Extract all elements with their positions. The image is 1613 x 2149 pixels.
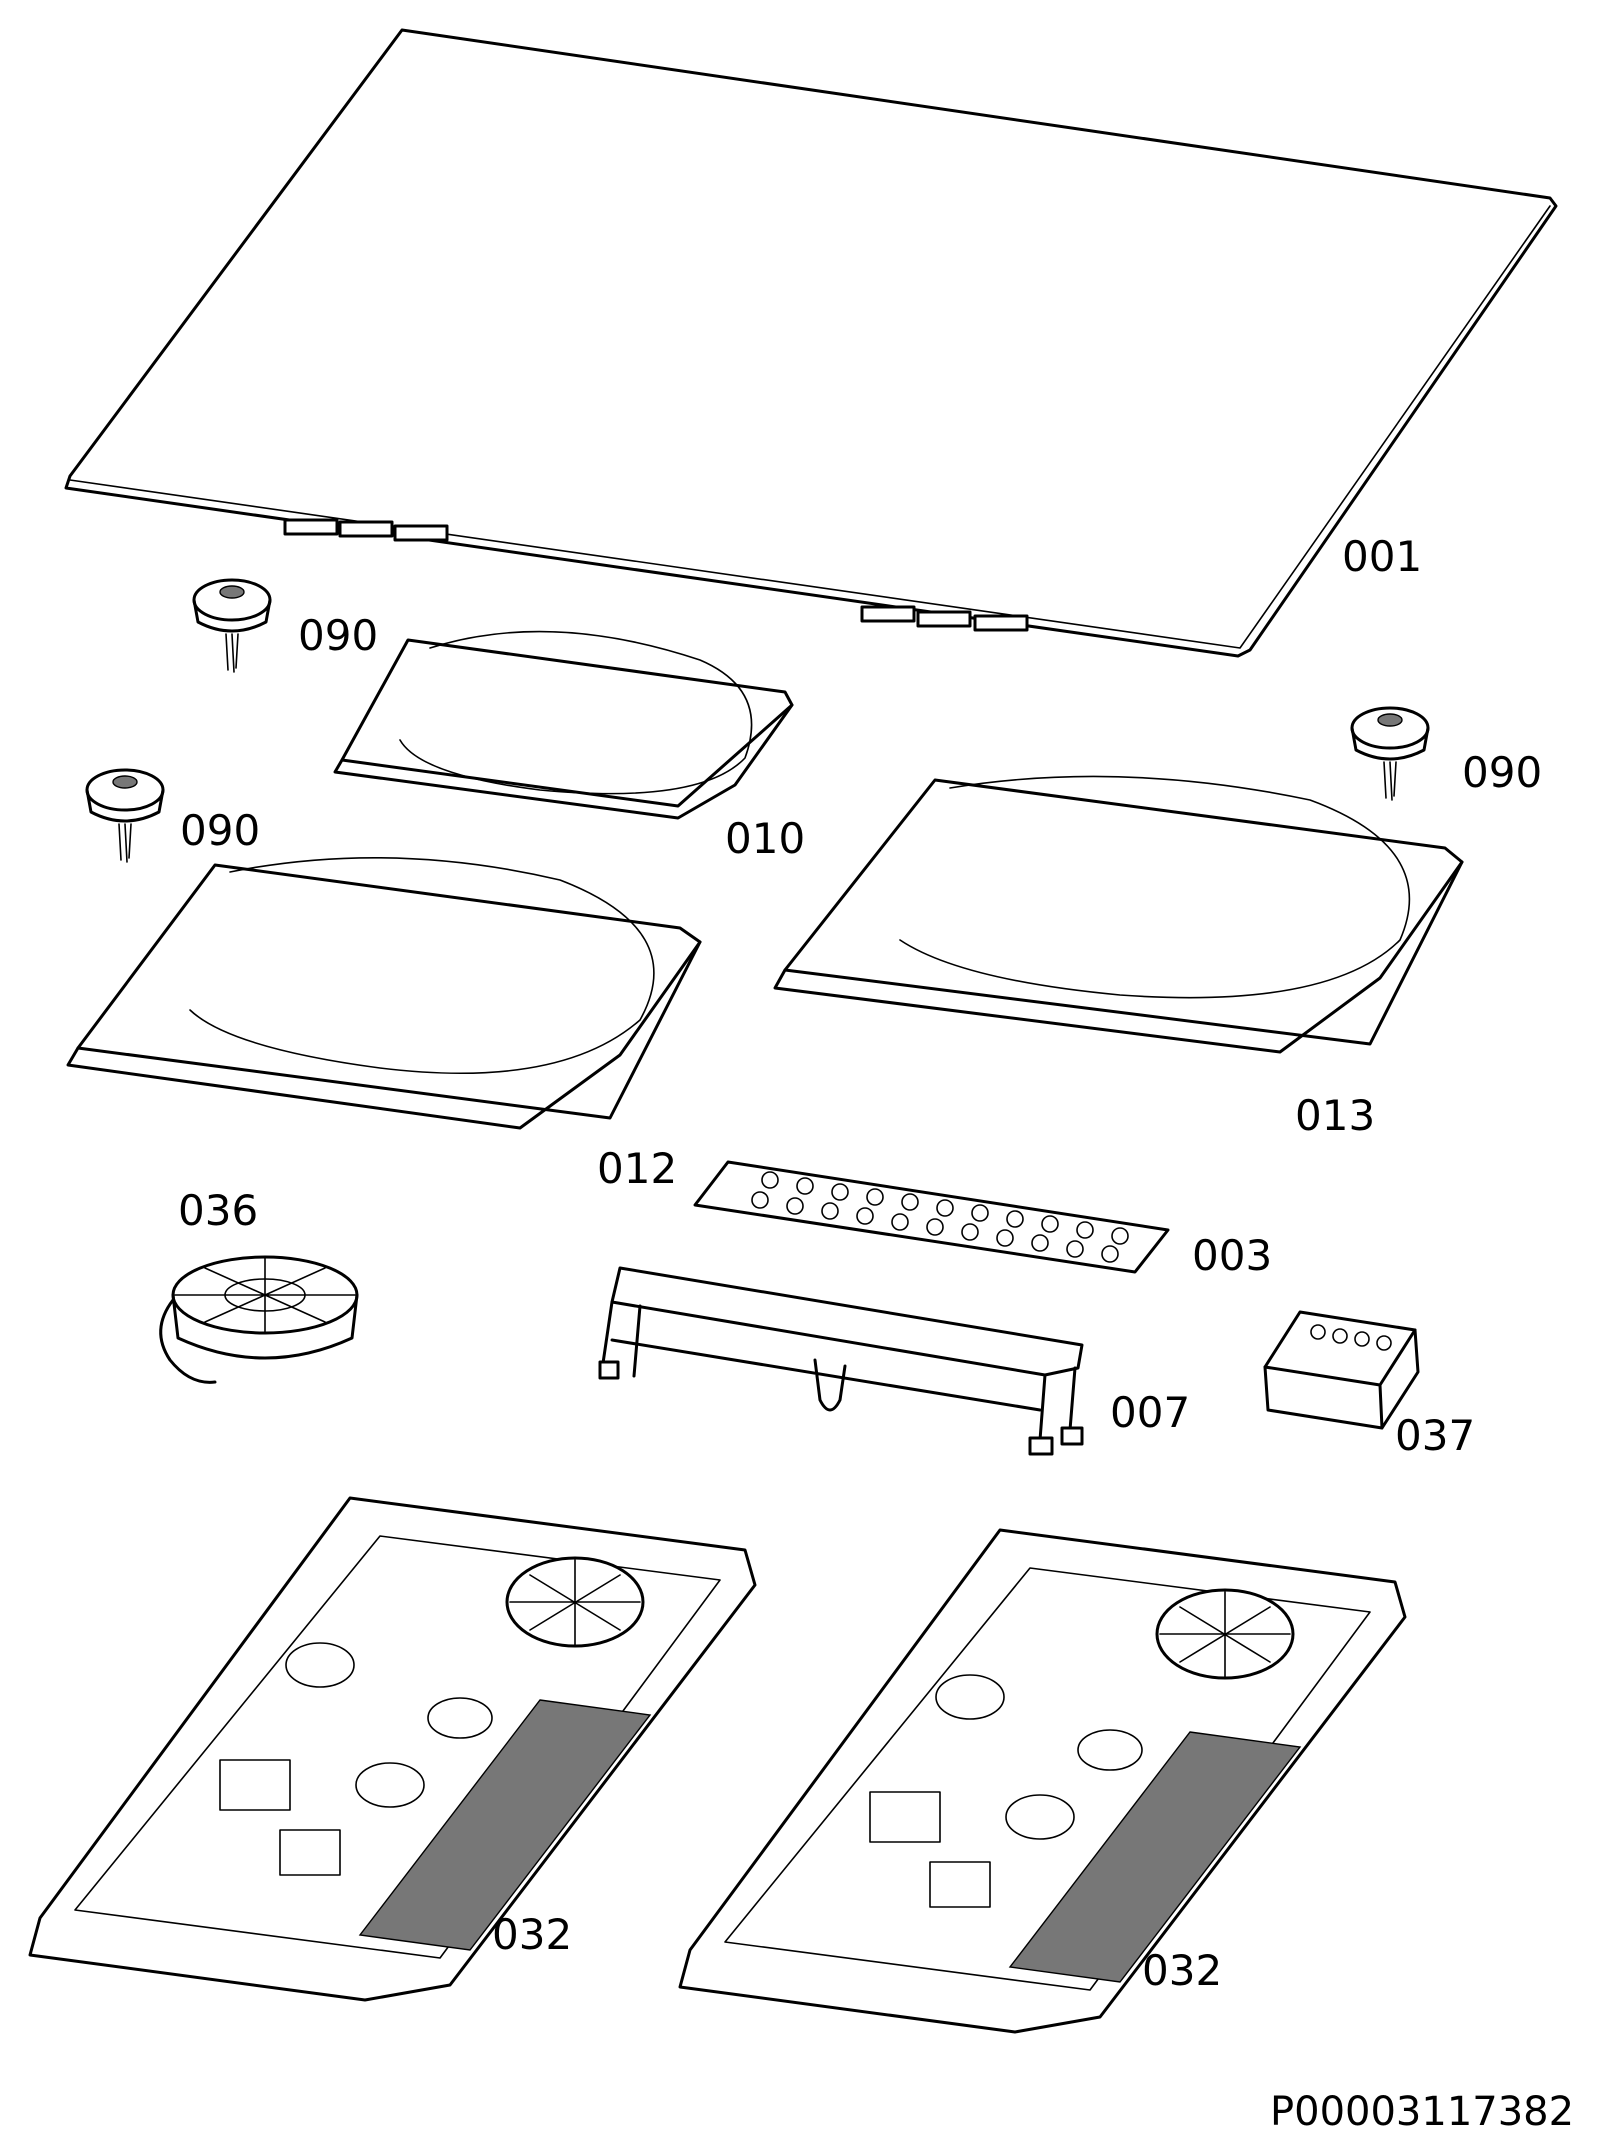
label-frame: 007 xyxy=(1110,1388,1191,1437)
label-power-board-right: 032 xyxy=(1142,1946,1223,1995)
part-coil-right xyxy=(773,775,1464,1054)
label-glass-top: 001 xyxy=(1342,532,1423,581)
drawing-code: P00003117382 xyxy=(1270,2089,1575,2135)
label-keyboard-pcb: 003 xyxy=(1192,1231,1273,1280)
label-terminal-block: 037 xyxy=(1395,1411,1476,1460)
label-sensor-top-left: 090 xyxy=(298,611,379,660)
label-coil-right: 013 xyxy=(1295,1091,1376,1140)
label-fan: 036 xyxy=(178,1186,259,1235)
part-keyboard-pcb xyxy=(693,1160,1170,1274)
label-power-board-left: 032 xyxy=(492,1910,573,1959)
label-coil-small: 010 xyxy=(725,814,806,863)
part-sensor-left xyxy=(85,768,165,863)
part-power-board-left xyxy=(28,1496,757,2002)
label-sensor-left: 090 xyxy=(180,806,261,855)
part-coil-left xyxy=(66,857,702,1130)
part-frame xyxy=(598,1266,1084,1456)
part-glass-top xyxy=(64,28,1558,658)
part-sensor-top-left xyxy=(192,578,272,673)
part-sensor-right xyxy=(1350,706,1430,801)
part-power-board-right xyxy=(678,1528,1407,2034)
label-coil-left: 012 xyxy=(597,1144,678,1193)
part-fan xyxy=(159,1255,359,1384)
part-coil-small xyxy=(333,630,794,820)
label-sensor-right: 090 xyxy=(1462,748,1543,797)
part-terminal-block xyxy=(1263,1310,1420,1430)
